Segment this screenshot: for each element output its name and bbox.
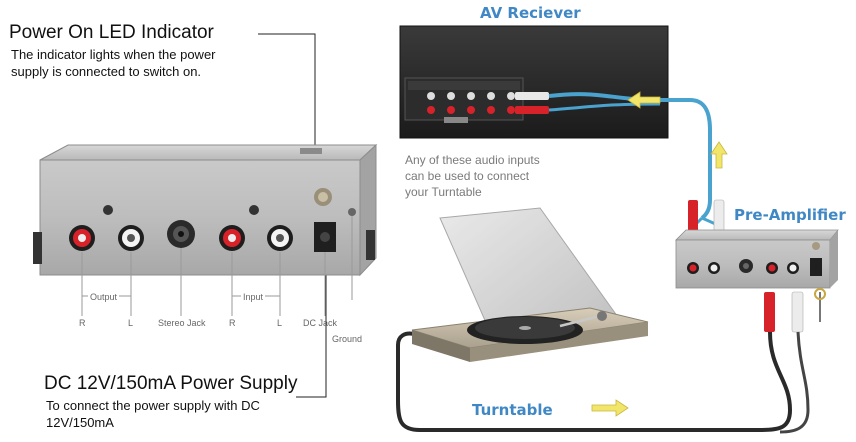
power-leader-line (296, 270, 327, 398)
input-rca-red (219, 225, 245, 251)
led-indicator (314, 188, 332, 206)
label-dc-jack: DC Jack (303, 318, 338, 328)
av-receiver-input-jacks (427, 92, 515, 114)
label-output: Output (88, 292, 120, 302)
led-callout-line1: The indicator lights when the power (11, 47, 216, 62)
blue-cable (548, 92, 712, 220)
label-input: Input (241, 292, 266, 302)
ground-screw (348, 208, 356, 216)
label-pre-amplifier: Pre-Amplifier (734, 206, 846, 224)
blue-cable-branch (548, 102, 661, 112)
stereo-jack (167, 220, 195, 248)
black-cable (396, 331, 793, 432)
led-callout-title: Power On LED Indicator (9, 22, 214, 43)
label-stereo-jack: Stereo Jack (158, 318, 206, 328)
led-leader-line (258, 33, 316, 150)
black-cable-branch (779, 331, 810, 434)
arrow-left-icon (627, 91, 661, 109)
arrow-up-icon (710, 141, 728, 169)
preamp-small (675, 229, 839, 289)
power-callout-line2: 12V/150mA (46, 415, 114, 430)
label-l-output: L (128, 318, 134, 328)
input-rca-white (267, 225, 293, 251)
turntable (411, 207, 649, 362)
arrow-right-icon (591, 399, 629, 417)
preamp-bottom-rca-plugs (764, 288, 826, 333)
note-line3: your Turntable (405, 185, 482, 199)
label-turntable: Turntable (472, 401, 553, 419)
av-receiver (399, 25, 669, 139)
note-line2: can be used to connect (405, 169, 530, 183)
note-line1: Any of these audio inputs (405, 153, 540, 167)
power-callout-title: DC 12V/150mA Power Supply (44, 373, 298, 394)
av-receiver-rca-plugs (515, 92, 549, 114)
preamp-top-rca-plugs (688, 199, 725, 237)
label-ground: Ground (332, 334, 363, 344)
label-av-receiver: AV Reciever (480, 4, 581, 22)
preamp-large-view (33, 143, 378, 277)
power-callout-line1: To connect the power supply with DC (46, 398, 260, 413)
led-callout-line2: supply is connected to switch on. (11, 64, 202, 79)
label-r-input: R (229, 318, 236, 328)
label-l-input: L (277, 318, 283, 328)
output-rca-red (69, 225, 95, 251)
output-rca-white (118, 225, 144, 251)
label-r-output: R (79, 318, 86, 328)
dc-jack (314, 222, 336, 252)
